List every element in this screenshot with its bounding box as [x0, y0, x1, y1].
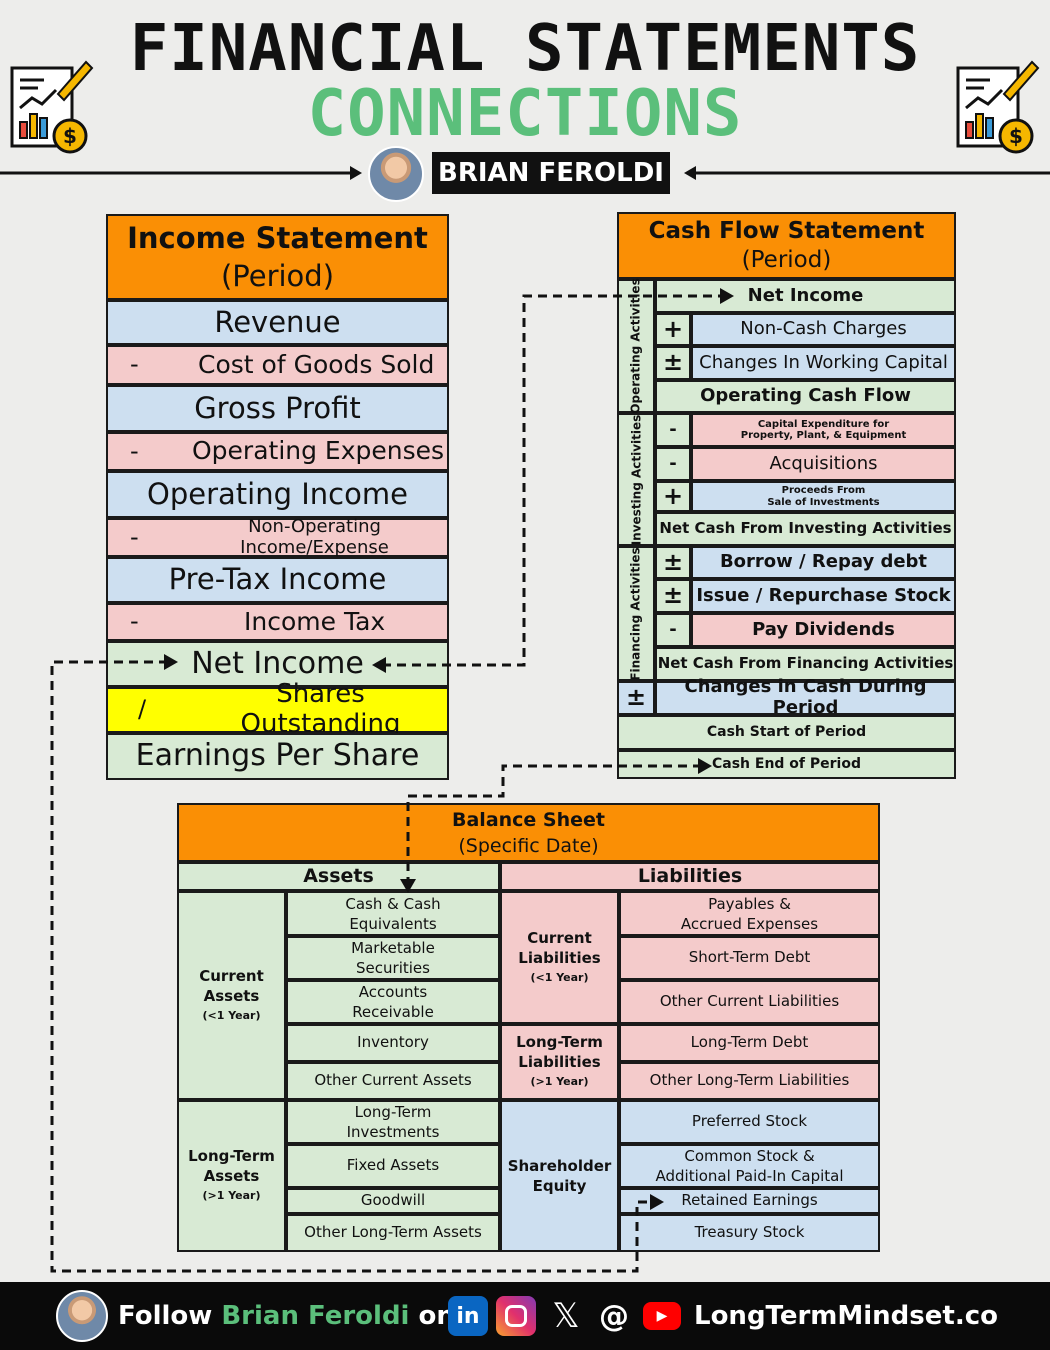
cf-changes-in-cash: Changes in Cash During Period: [655, 676, 956, 718]
bs-treasury-stock: Treasury Stock: [619, 1214, 880, 1252]
plus-icon: +: [655, 481, 691, 512]
is-row-gross-profit: Gross Profit: [106, 385, 449, 432]
bs-short-term-debt: Short-Term Debt: [619, 936, 880, 980]
bs-other-long-term-liabilities: Other Long-Term Liabilities: [619, 1062, 880, 1100]
plus-icon: +: [655, 313, 691, 346]
svg-text:$: $: [63, 124, 77, 148]
cf-working-capital: Changes In Working Capital: [691, 346, 956, 380]
balance-sheet-title: Balance Sheet: [452, 808, 605, 831]
bs-long-term-debt: Long-Term Debt: [619, 1024, 880, 1062]
bs-other-current-assets: Other Current Assets: [286, 1062, 500, 1100]
is-row-pretax-income: Pre-Tax Income: [106, 557, 449, 603]
is-row-eps: Earnings Per Share: [106, 733, 449, 780]
footer-website[interactable]: LongTermMindset.co: [694, 1301, 998, 1331]
bs-liabilities-header: Liabilities: [500, 862, 880, 891]
financial-report-icon-right: $: [956, 60, 1040, 154]
is-row-revenue: Revenue: [106, 300, 449, 345]
is-row-cogs: -Cost of Goods Sold: [106, 345, 449, 385]
is-row-operating-expenses: -Operating Expenses: [106, 432, 449, 471]
cf-pay-dividends: Pay Dividends: [691, 613, 956, 647]
cf-non-cash-charges: Non-Cash Charges: [691, 313, 956, 346]
income-statement-title: Income Statement: [127, 221, 428, 255]
bs-fixed-assets: Fixed Assets: [286, 1144, 500, 1188]
cf-cash-start: Cash Start of Period: [617, 715, 956, 750]
cf-investing-label: Investing Activities: [617, 413, 655, 546]
income-statement-header: Income Statement (Period): [106, 214, 449, 300]
is-row-shares-outstanding: /Shares Outstanding: [106, 679, 449, 739]
balance-sheet-subtitle: (Specific Date): [458, 834, 599, 857]
bs-retained-earnings: Retained Earnings: [619, 1188, 880, 1214]
bs-payables: Payables &Accrued Expenses: [619, 891, 880, 936]
author-name: BRIAN FEROLDI: [432, 152, 670, 194]
is-row-operating-income: Operating Income: [106, 471, 449, 518]
cf-financing-label: Financing Activities: [617, 546, 655, 681]
bs-other-long-term-assets: Other Long-Term Assets: [286, 1214, 500, 1252]
threads-icon[interactable]: @: [599, 1298, 629, 1334]
cash-flow-title: Cash Flow Statement: [648, 217, 925, 244]
plus-minus-icon: ±: [655, 546, 691, 579]
bs-inventory: Inventory: [286, 1024, 500, 1062]
cash-flow-header: Cash Flow Statement (Period): [617, 212, 956, 279]
svg-text:$: $: [1009, 124, 1023, 148]
is-row-income-tax: -Income Tax: [106, 603, 449, 641]
plus-minus-icon: ±: [655, 579, 691, 613]
minus-icon: -: [655, 613, 691, 647]
linkedin-icon[interactable]: in: [448, 1296, 488, 1336]
author-divider-lines: [0, 166, 1050, 180]
plus-minus-icon: ±: [617, 681, 655, 715]
plus-minus-icon: ±: [655, 346, 691, 380]
balance-sheet-header: Balance Sheet (Specific Date): [177, 803, 880, 862]
cf-operating-cash-flow: Operating Cash Flow: [655, 380, 956, 413]
cf-issue-repurchase: Issue / Repurchase Stock: [691, 579, 956, 613]
bs-preferred-stock: Preferred Stock: [619, 1100, 880, 1144]
cf-net-investing: Net Cash From Investing Activities: [655, 512, 956, 546]
cf-borrow-repay: Borrow / Repay debt: [691, 546, 956, 579]
bs-goodwill: Goodwill: [286, 1188, 500, 1214]
title-line-1: FINANCIAL STATEMENTS: [129, 12, 921, 86]
income-statement-subtitle: (Period): [220, 259, 335, 293]
minus-icon: -: [655, 413, 691, 447]
author-avatar: [368, 146, 424, 202]
cash-flow-subtitle: (Period): [741, 246, 832, 273]
bs-common-stock: Common Stock &Additional Paid-In Capital: [619, 1144, 880, 1188]
cf-operating-label: Operating Activities: [617, 278, 655, 414]
youtube-icon[interactable]: ▶: [642, 1296, 682, 1336]
title-line-2: CONNECTIONS: [307, 77, 743, 151]
is-minus: -: [130, 350, 139, 379]
minus-icon: -: [655, 447, 691, 481]
bs-assets-header: Assets: [177, 862, 500, 891]
cf-cash-end: Cash End of Period: [617, 750, 956, 779]
bs-other-current-liabilities: Other Current Liabilities: [619, 980, 880, 1024]
is-row-non-operating: -Non-Operating Income/Expense: [106, 516, 449, 557]
instagram-icon[interactable]: [496, 1296, 536, 1336]
cf-acquisitions: Acquisitions: [691, 447, 956, 481]
x-icon[interactable]: 𝕏: [552, 1296, 580, 1336]
footer-avatar: [56, 1290, 108, 1342]
footer-follow-text: Follow Brian Feroldi on: [118, 1301, 455, 1331]
cf-net-income: Net Income: [655, 279, 956, 313]
financial-report-icon-left: $: [10, 60, 94, 154]
